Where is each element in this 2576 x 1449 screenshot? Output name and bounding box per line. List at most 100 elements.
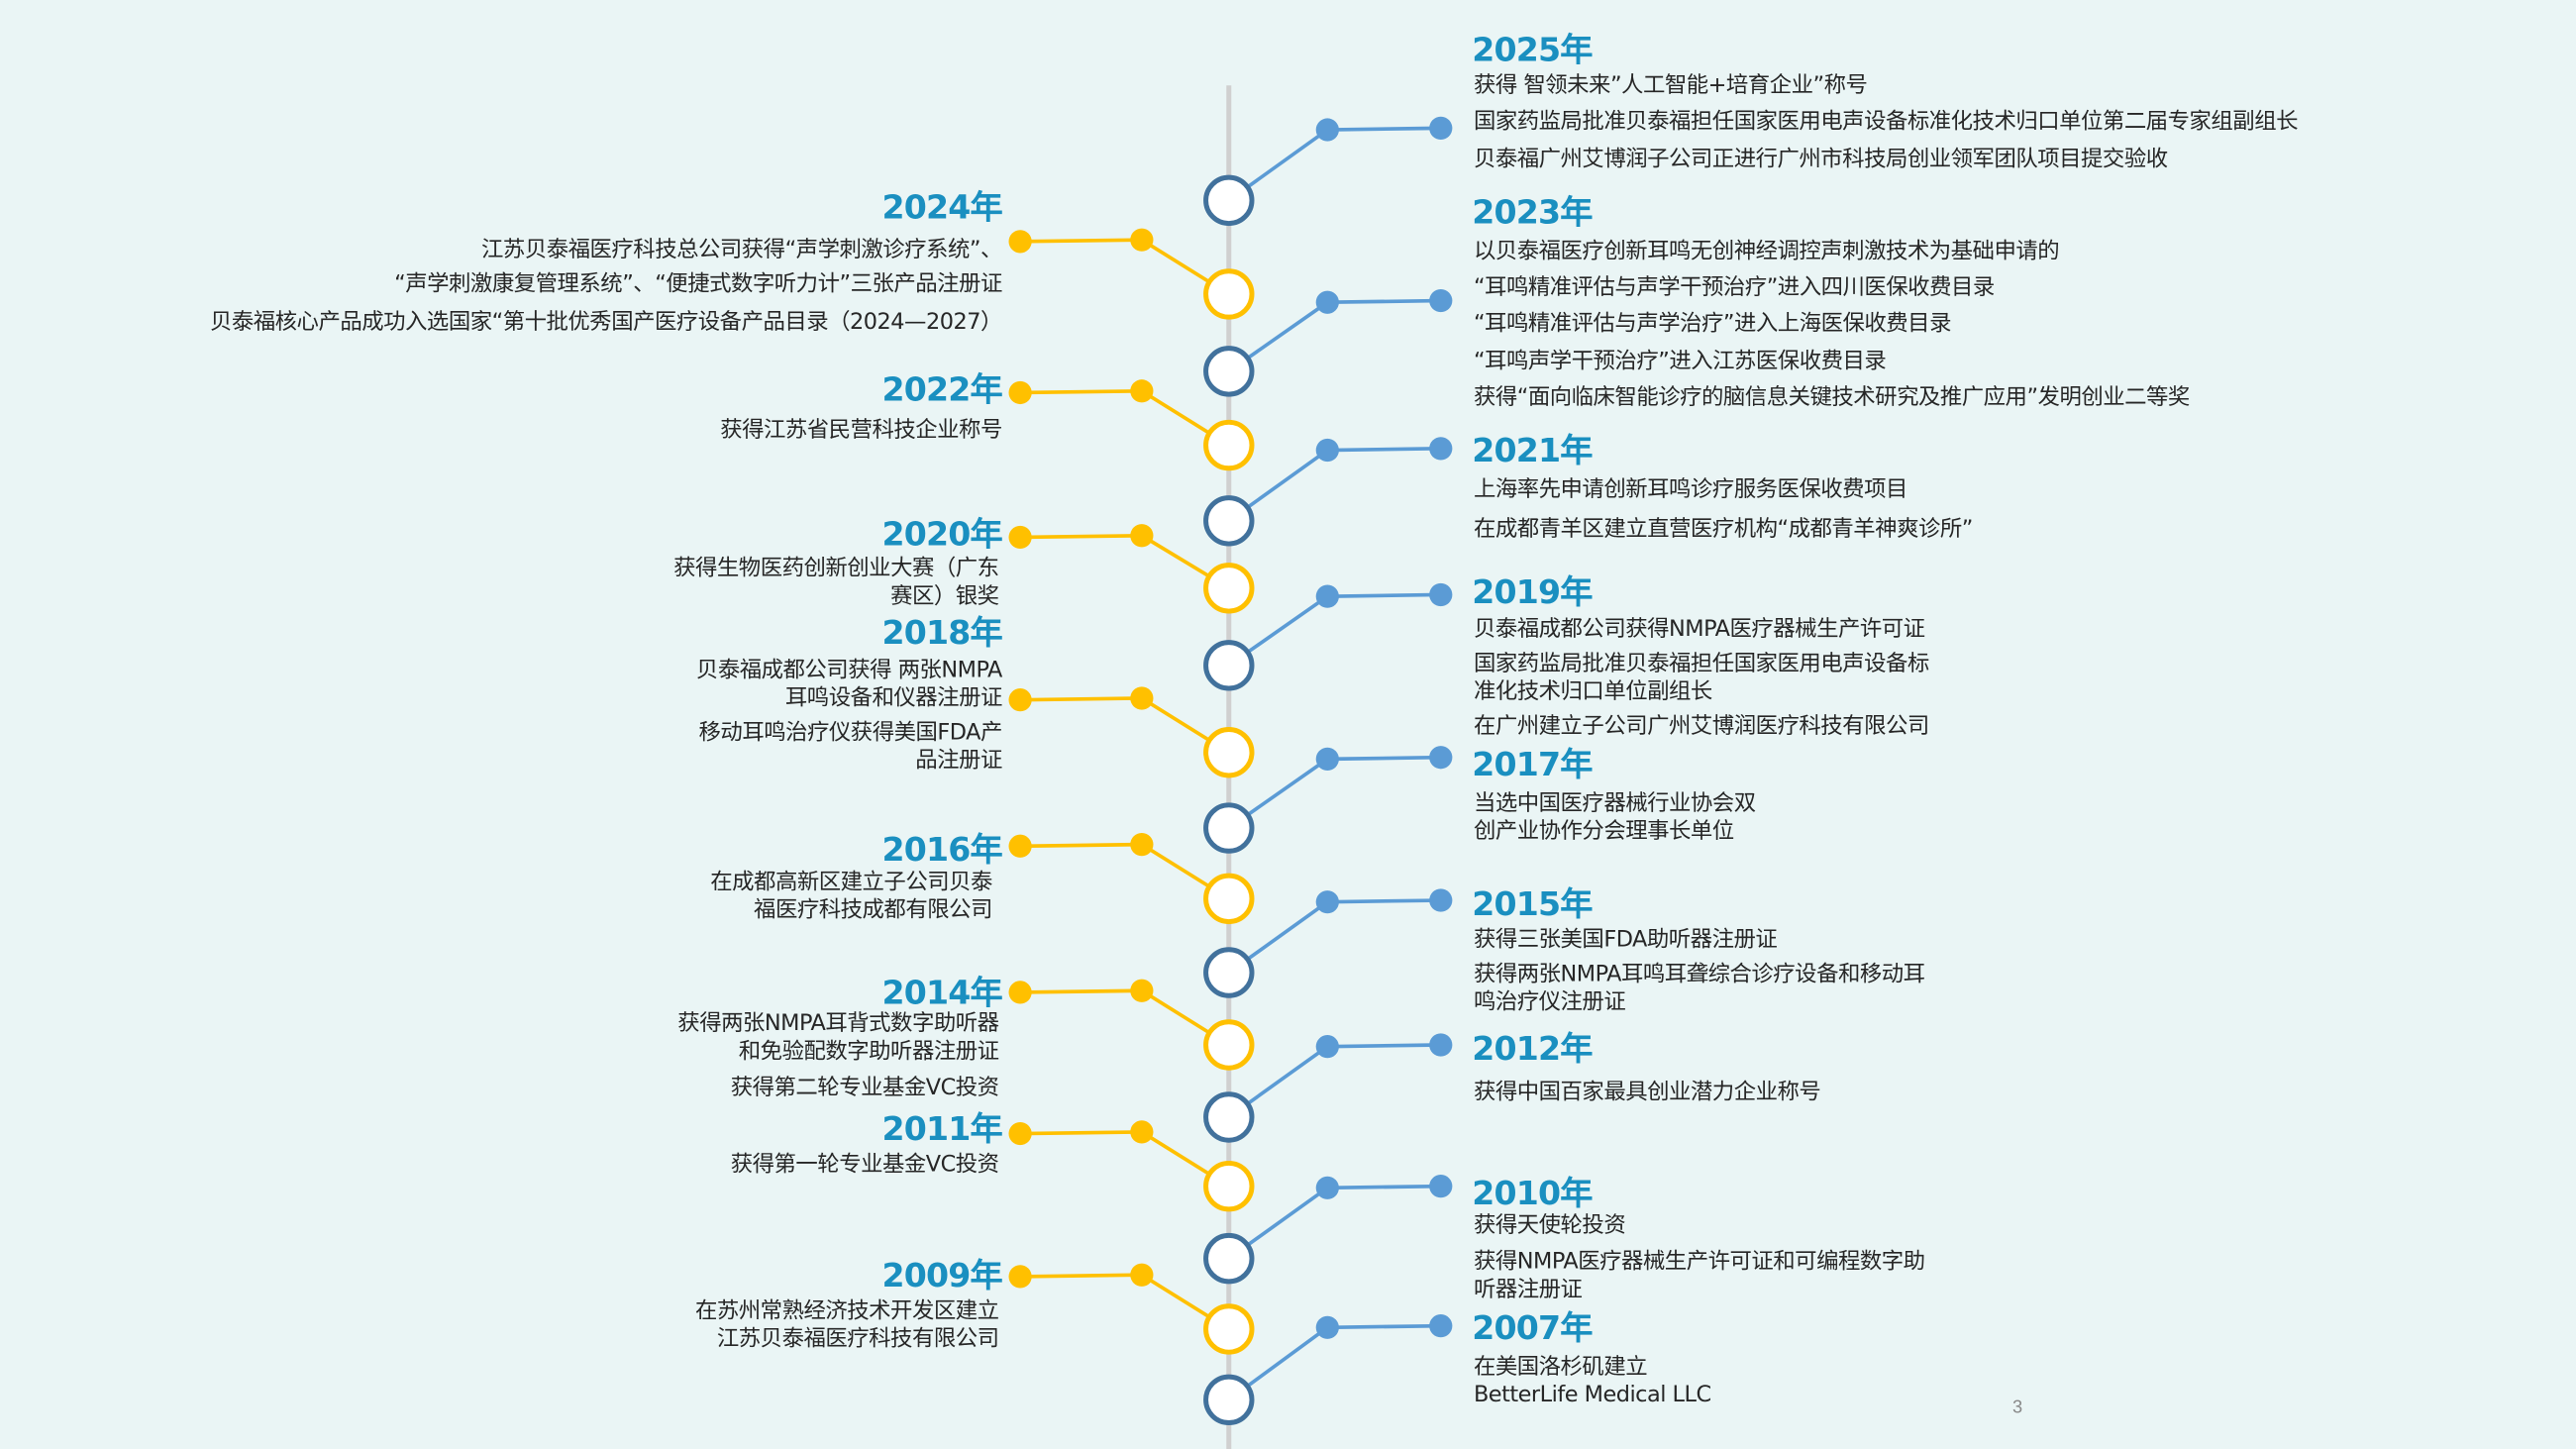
connector-dot bbox=[1429, 746, 1453, 770]
connector-dot bbox=[1315, 1035, 1339, 1059]
event-description: “声学刺激康复管理系统”、“便捷式数字听力计”三张产品注册证 bbox=[394, 270, 1002, 298]
timeline-node-blue bbox=[1203, 947, 1255, 998]
connector-dot bbox=[1429, 1033, 1453, 1057]
connector-line-left bbox=[1020, 533, 1230, 590]
event-year: 2021年 bbox=[1472, 430, 1593, 470]
event-description: 获得两张NMPA耳背式数字助听器 bbox=[677, 1010, 999, 1037]
connector-line-left bbox=[1020, 388, 1230, 448]
timeline-node-blue bbox=[1203, 640, 1255, 691]
event-description: 听器注册证 bbox=[1473, 1276, 1583, 1303]
timeline-node-yellow bbox=[1203, 873, 1255, 925]
connector-dot bbox=[1429, 582, 1453, 607]
event-description: 获得江苏省民营科技企业称号 bbox=[720, 417, 1002, 444]
connector-line-left bbox=[1020, 1273, 1230, 1331]
connector-dot bbox=[1429, 1314, 1453, 1338]
event-year: 2019年 bbox=[1472, 571, 1593, 612]
connector-dot bbox=[1130, 833, 1154, 857]
event-description: 贝泰福成都公司获得 两张NMPA bbox=[695, 657, 1002, 684]
connector-line-right bbox=[1227, 1043, 1441, 1119]
connector-line-right bbox=[1227, 898, 1441, 975]
event-description: 赛区）银奖 bbox=[890, 582, 999, 610]
connector-dot bbox=[1429, 116, 1453, 140]
timeline-node-yellow bbox=[1203, 727, 1255, 778]
event-description: 在苏州常熟经济技术开发区建立 bbox=[694, 1297, 999, 1324]
timeline-node-yellow bbox=[1203, 268, 1255, 320]
event-description: 创产业协作分会理事长单位 bbox=[1473, 818, 1734, 845]
event-description: 以贝泰福医疗创新耳鸣无创神经调控声刺激技术为基础申请的 bbox=[1473, 238, 2060, 265]
connector-dot bbox=[1429, 437, 1453, 461]
event-description: “耳鸣精准评估与声学干预治疗”进入四川医保收费目录 bbox=[1473, 274, 1995, 301]
event-description: 获得NMPA医疗器械生产许可证和可编程数字助 bbox=[1473, 1248, 1925, 1276]
event-description: 鸣治疗仪注册证 bbox=[1473, 988, 1626, 1016]
event-description: 和免验配数字助听器注册证 bbox=[738, 1038, 999, 1065]
event-year: 2012年 bbox=[1472, 1028, 1593, 1069]
connector-line-left bbox=[1020, 696, 1230, 755]
event-year: 2011年 bbox=[881, 1108, 1002, 1149]
event-description: 在成都高新区建立子公司贝泰 bbox=[710, 869, 992, 896]
timeline-node-blue bbox=[1203, 1374, 1255, 1426]
event-description: 获得两张NMPA耳鸣耳聋综合诊疗设备和移动耳 bbox=[1473, 961, 1925, 987]
event-description: 获得“面向临床智能诊疗的脑信息关键技术研究及推广应用”发明创业二等奖 bbox=[1473, 384, 2190, 411]
event-description: 获得三张美国FDA助听器注册证 bbox=[1473, 926, 1778, 954]
event-year: 2024年 bbox=[881, 187, 1002, 227]
timeline-node-yellow bbox=[1203, 419, 1255, 471]
event-description: 耳鸣设备和仪器注册证 bbox=[784, 684, 1002, 712]
event-description: 获得天使轮投资 bbox=[1473, 1212, 1626, 1239]
event-year: 2015年 bbox=[1472, 883, 1593, 924]
connector-dot bbox=[1315, 1315, 1339, 1339]
connector-dot bbox=[1315, 290, 1339, 314]
event-description: 获得生物医药创新创业大赛（广东 bbox=[673, 555, 999, 582]
connector-dot bbox=[1130, 979, 1154, 1002]
connector-line-right bbox=[1227, 1184, 1441, 1261]
connector-dot bbox=[1008, 981, 1032, 1004]
event-description: “耳鸣精准评估与声学治疗”进入上海医保收费目录 bbox=[1473, 310, 1952, 338]
connector-line-left bbox=[1020, 988, 1230, 1047]
event-description: 移动耳鸣治疗仪获得美国FDA产 bbox=[698, 719, 1003, 747]
connector-dot bbox=[1008, 834, 1032, 858]
event-year: 2007年 bbox=[1472, 1307, 1593, 1348]
event-year: 2023年 bbox=[1472, 192, 1593, 232]
event-description: 贝泰福核心产品成功入选国家“第十批优秀国产医疗设备产品目录（2024—2027） bbox=[209, 308, 1002, 336]
connector-dot bbox=[1008, 230, 1032, 254]
connector-dot bbox=[1130, 379, 1154, 403]
timeline-node-blue bbox=[1203, 174, 1255, 227]
event-description: 获得第一轮专业基金VC投资 bbox=[730, 1151, 999, 1179]
event-description: 江苏贝泰福医疗科技总公司获得“声学刺激诊疗系统”、 bbox=[481, 236, 1002, 263]
connector-dot bbox=[1008, 525, 1032, 550]
event-description: 江苏贝泰福医疗科技有限公司 bbox=[716, 1325, 999, 1353]
event-description: BetterLife Medical LLC bbox=[1473, 1382, 1711, 1408]
connector-line-right bbox=[1227, 447, 1441, 523]
connector-dot bbox=[1008, 1265, 1032, 1289]
event-year: 2020年 bbox=[881, 514, 1002, 555]
event-description: 贝泰福成都公司获得NMPA医疗器械生产许可证 bbox=[1473, 616, 1925, 643]
event-description: 在成都青羊区建立直营医疗机构“成都青羊神爽诊所” bbox=[1473, 515, 1973, 543]
connector-line-right bbox=[1227, 298, 1441, 373]
event-description: 获得 智领未来”人工智能+培育企业”称号 bbox=[1473, 71, 1868, 99]
event-year: 2025年 bbox=[1472, 29, 1593, 69]
connector-line-right bbox=[1227, 126, 1441, 202]
connector-dot bbox=[1008, 1121, 1032, 1146]
event-description: 福医疗科技成都有限公司 bbox=[754, 896, 992, 924]
event-description: 国家药监局批准贝泰福担任国家医用电声设备标 bbox=[1473, 650, 1929, 677]
timeline-node-blue bbox=[1203, 1232, 1255, 1285]
event-description: 国家药监局批准贝泰福担任国家医用电声设备标准化技术归口单位第二届专家组副组长 bbox=[1473, 108, 2299, 136]
timeline-node-blue bbox=[1203, 495, 1255, 547]
connector-line-left bbox=[1020, 1130, 1230, 1189]
connector-dot bbox=[1315, 890, 1339, 914]
connector-dot bbox=[1429, 1175, 1453, 1198]
event-year: 2022年 bbox=[881, 369, 1002, 410]
event-description: “耳鸣声学干预治疗”进入江苏医保收费目录 bbox=[1473, 348, 1887, 375]
timeline-node-blue bbox=[1203, 1091, 1255, 1143]
connector-dot bbox=[1130, 524, 1154, 548]
connector-dot bbox=[1315, 584, 1339, 608]
event-description: 品注册证 bbox=[915, 747, 1002, 775]
event-description: 上海率先申请创新耳鸣诊疗服务医保收费项目 bbox=[1473, 476, 1907, 503]
connector-dot bbox=[1130, 1120, 1154, 1144]
event-description: 获得中国百家最具创业潜力企业称号 bbox=[1473, 1079, 1821, 1106]
timeline-node-yellow bbox=[1203, 563, 1255, 614]
connector-line-left bbox=[1020, 842, 1230, 900]
connector-dot bbox=[1429, 888, 1453, 912]
timeline-node-yellow bbox=[1203, 1160, 1255, 1212]
